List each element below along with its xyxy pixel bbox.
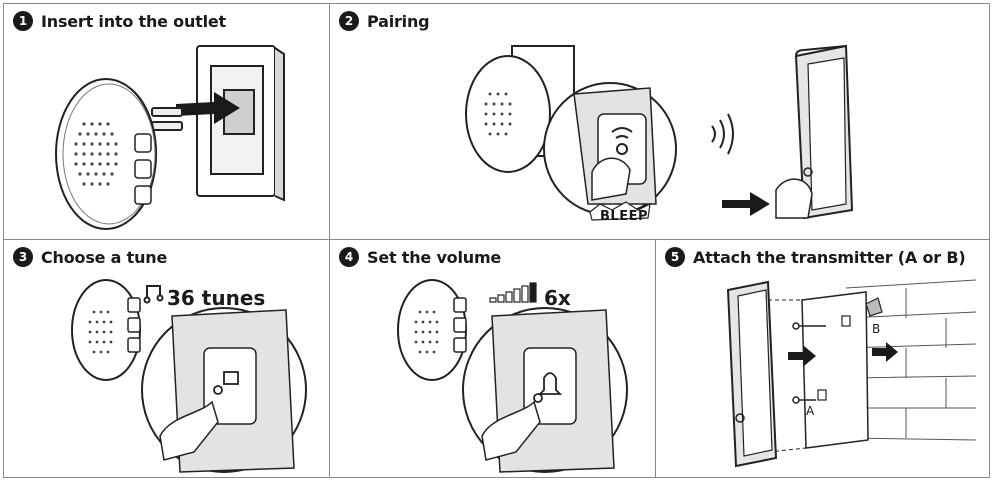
option-b-label: B: [872, 322, 881, 336]
step-title: Set the volume: [367, 247, 502, 267]
finger-icon: [159, 400, 219, 461]
step-title: Choose a tune: [41, 247, 168, 267]
step-number-badge: 4: [339, 247, 359, 267]
mounting-illustration: [726, 279, 977, 468]
sound-waves-icon: [711, 113, 734, 155]
step-3-heading: 3 Choose a tune: [13, 247, 167, 267]
chime-device: [55, 78, 157, 230]
step-title: Attach the transmitter (A or B): [693, 247, 966, 267]
pairing-illustration: [465, 44, 854, 221]
set-volume-illustration: [397, 279, 628, 473]
volume-levels-label: 6x: [544, 286, 571, 310]
choose-tune-illustration: [71, 279, 307, 473]
bell-icon: [537, 372, 563, 395]
speaker-grille: [74, 122, 118, 186]
step-title: Insert into the outlet: [41, 11, 226, 31]
press-arrow-icon: [722, 192, 770, 216]
step-3-panel: 3 Choose a tune 36 tunes: [3, 239, 330, 478]
finger-icon: [591, 157, 631, 201]
step-4-heading: 4 Set the volume: [339, 247, 501, 267]
tune-count-label: 36 tunes: [167, 286, 266, 310]
step-title: Pairing: [367, 11, 430, 31]
adhesive-tape: [865, 297, 883, 317]
tune-button: [203, 347, 257, 425]
attach-arrow-icon: [788, 346, 816, 366]
signal-icon: [611, 127, 633, 133]
step-number-badge: 2: [339, 11, 359, 31]
finger-icon: [481, 400, 541, 461]
wall-outlet: [196, 45, 285, 202]
volume-level-icon: [489, 282, 537, 303]
attach-arrow-icon: [872, 342, 898, 362]
step-1-heading: 1 Insert into the outlet: [13, 11, 226, 31]
insert-arrow-icon: [176, 92, 240, 124]
screw-icon: [792, 322, 826, 404]
transmitter: [794, 44, 854, 220]
insert-outlet-illustration: [55, 45, 285, 230]
step-1-panel: 1 Insert into the outlet: [3, 3, 330, 240]
step-number-badge: 3: [13, 247, 33, 267]
step-4-panel: 4 Set the volume: [329, 239, 656, 478]
backplate: [801, 291, 869, 449]
transmitter: [726, 280, 778, 468]
step-5-heading: 5 Attach the transmitter (A or B): [665, 247, 966, 267]
finger-icon: [775, 178, 813, 219]
option-a-label: A: [806, 404, 815, 418]
bleep-label: BLEEP: [600, 209, 648, 224]
step-2-panel: 2 Pairing: [329, 3, 990, 240]
music-note-icon: [143, 285, 164, 304]
step-number-badge: 1: [13, 11, 33, 31]
step-number-badge: 5: [665, 247, 685, 267]
step-5-panel: 5 Attach the transmitter (A or B): [655, 239, 990, 478]
step-2-heading: 2 Pairing: [339, 11, 430, 31]
volume-button: [523, 347, 577, 425]
brick-wall: [845, 279, 977, 441]
